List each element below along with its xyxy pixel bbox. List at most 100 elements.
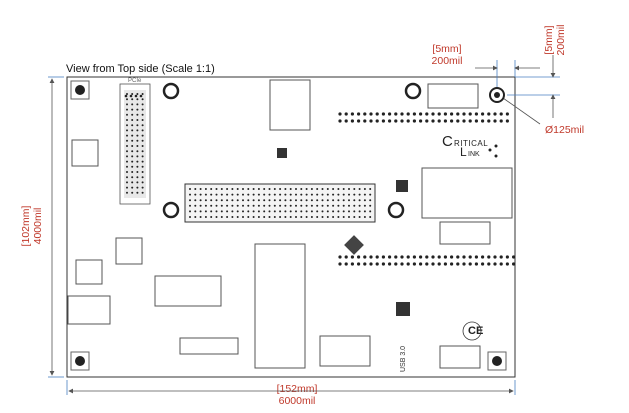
header-pin bbox=[194, 193, 197, 196]
header-pin bbox=[295, 188, 297, 190]
header-pin bbox=[462, 262, 466, 266]
header-pin bbox=[289, 210, 292, 213]
header-pin bbox=[358, 188, 361, 190]
header-pin bbox=[215, 188, 218, 190]
header-pin bbox=[353, 210, 356, 213]
header-pin bbox=[210, 216, 213, 218]
header-pin bbox=[353, 188, 356, 190]
header-pin bbox=[236, 210, 239, 213]
header-pin bbox=[263, 193, 266, 196]
header-pin bbox=[242, 204, 244, 207]
header-pin bbox=[431, 262, 435, 266]
header-pin bbox=[126, 145, 128, 147]
header-pin bbox=[474, 112, 478, 116]
header-pin bbox=[394, 255, 398, 259]
header-pin bbox=[326, 188, 329, 190]
header-pin bbox=[310, 216, 313, 218]
header-pin bbox=[268, 216, 271, 218]
top-chip bbox=[269, 79, 311, 131]
header-pin bbox=[316, 199, 319, 202]
header-pin bbox=[141, 176, 144, 179]
header-pin bbox=[337, 193, 340, 196]
header-pin bbox=[412, 112, 416, 116]
header-pin bbox=[126, 98, 128, 101]
header-pin bbox=[363, 216, 366, 218]
header-pin bbox=[126, 134, 128, 137]
header-pin bbox=[348, 216, 350, 218]
header-pin bbox=[289, 193, 292, 196]
header-pin bbox=[141, 93, 144, 95]
header-pin bbox=[369, 119, 373, 123]
hole-diameter-label: Ø125mil bbox=[545, 124, 585, 136]
header-pin bbox=[474, 119, 478, 123]
header-pin bbox=[363, 204, 366, 207]
header-pin bbox=[450, 119, 454, 123]
header-pin bbox=[400, 119, 404, 123]
header-pin bbox=[284, 210, 287, 213]
header-pin bbox=[252, 199, 255, 202]
header-pin bbox=[300, 199, 303, 202]
header-pin bbox=[141, 113, 144, 116]
inductor-1 bbox=[71, 139, 99, 167]
header-pin bbox=[284, 216, 287, 218]
header-pin bbox=[474, 255, 478, 259]
header-pin bbox=[321, 199, 324, 202]
header-pin bbox=[344, 119, 348, 123]
right-connector-lower bbox=[439, 221, 491, 245]
header-pin bbox=[342, 210, 345, 213]
header-pin bbox=[273, 188, 276, 190]
header-pin bbox=[141, 150, 144, 153]
header-pin bbox=[220, 210, 223, 213]
header-pin bbox=[273, 193, 276, 196]
header-pin bbox=[263, 204, 266, 207]
header-pin bbox=[141, 103, 144, 106]
header-pin bbox=[493, 119, 497, 123]
header-pin bbox=[437, 255, 441, 259]
header-pin bbox=[136, 93, 139, 95]
header-pin bbox=[126, 113, 128, 116]
header-pin bbox=[126, 119, 128, 121]
header-pin bbox=[131, 98, 134, 101]
inductor-3 bbox=[115, 237, 143, 265]
header-pin bbox=[350, 262, 354, 266]
header-pin bbox=[194, 199, 197, 202]
width-mil: 6000mil bbox=[278, 395, 316, 407]
header-pin bbox=[316, 210, 319, 213]
header-pin bbox=[505, 119, 509, 123]
header-pin bbox=[252, 193, 255, 196]
header-pin bbox=[375, 112, 379, 116]
header-pin bbox=[357, 119, 361, 123]
header-pin bbox=[257, 199, 260, 202]
header-pin bbox=[431, 112, 435, 116]
bottom-module bbox=[254, 243, 306, 369]
header-pin bbox=[310, 199, 313, 202]
header-pin bbox=[456, 255, 460, 259]
header-pin bbox=[220, 193, 223, 196]
header-pin bbox=[141, 124, 144, 127]
header-pin bbox=[263, 210, 266, 213]
header-pin bbox=[279, 210, 282, 213]
header-pin bbox=[226, 199, 229, 202]
header-pin bbox=[462, 112, 466, 116]
header-pin bbox=[263, 188, 266, 190]
header-pin bbox=[226, 216, 229, 218]
header-pin bbox=[126, 165, 128, 168]
header-pin bbox=[295, 199, 297, 202]
header-pin bbox=[412, 262, 416, 266]
header-pin bbox=[289, 199, 292, 202]
header-pin bbox=[295, 193, 297, 196]
header-pin bbox=[136, 171, 139, 173]
header-pin bbox=[456, 262, 460, 266]
header-pin bbox=[363, 199, 366, 202]
pcie-label: PCIe bbox=[128, 78, 142, 84]
header-pin bbox=[321, 216, 324, 218]
header-pin bbox=[363, 210, 366, 213]
header-pin bbox=[400, 112, 404, 116]
header-pin bbox=[141, 108, 144, 111]
header-pin bbox=[363, 262, 367, 266]
header-pin bbox=[242, 199, 244, 202]
right-connector-upper bbox=[421, 167, 513, 219]
header-pin bbox=[257, 188, 260, 190]
header-pin bbox=[136, 160, 139, 163]
header-pin bbox=[136, 191, 139, 194]
